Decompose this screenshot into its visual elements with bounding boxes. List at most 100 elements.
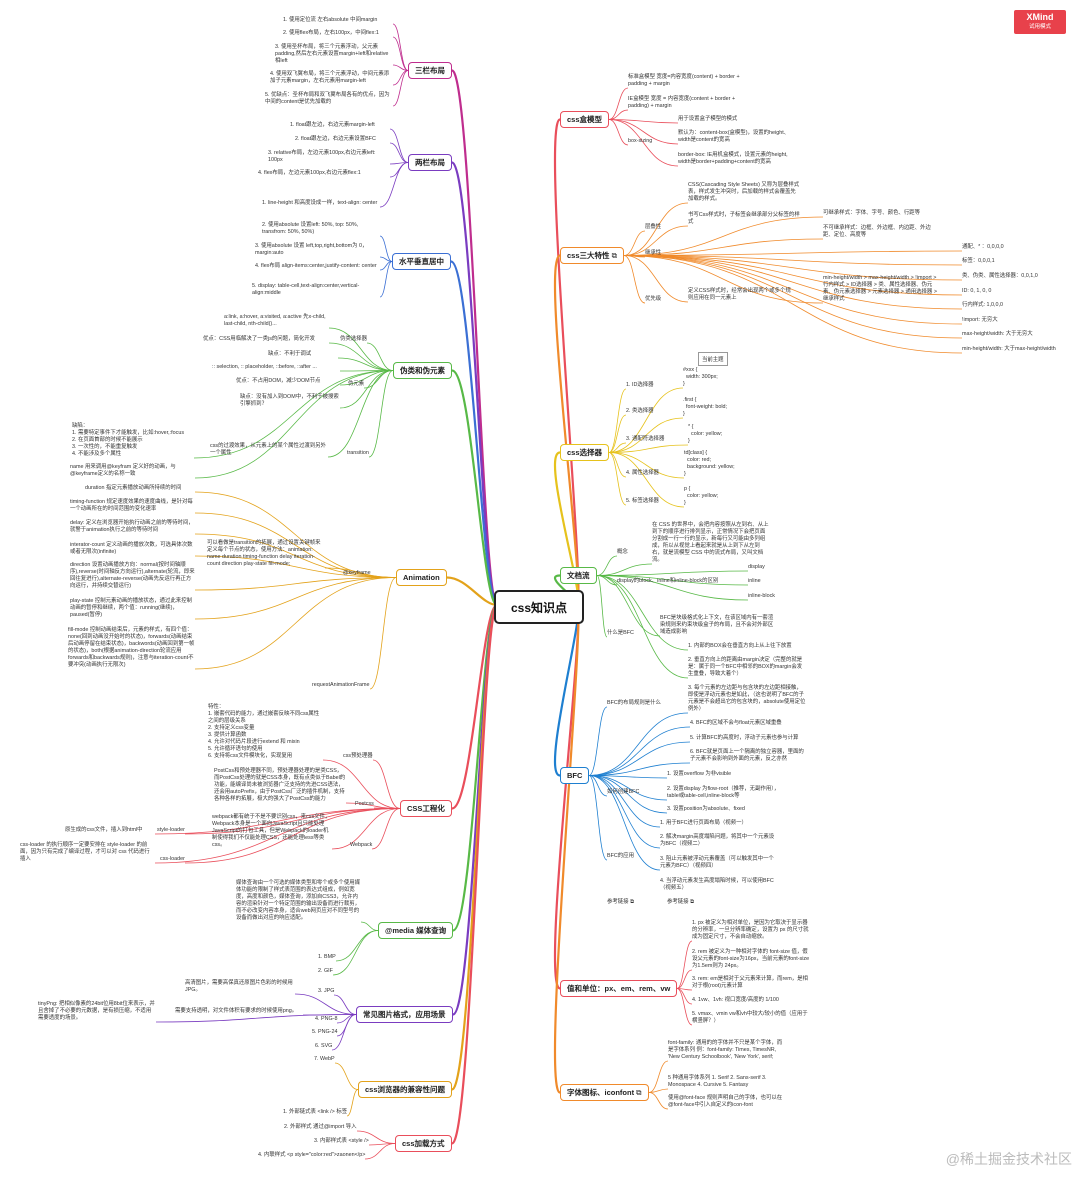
sub-link-76	[623, 250, 963, 256]
bfc-rules: BFC的布局规则是什么	[607, 700, 661, 706]
topic-two-column-layout[interactable]: 两栏布局	[408, 154, 452, 171]
center-item-3: 3. 使用absolute 设置 left,top,right,bottom为 …	[255, 243, 368, 257]
topic-three-column-layout[interactable]: 三栏布局	[408, 62, 452, 79]
selector-item-1: 1. ID选择器	[626, 382, 654, 388]
keyframe-item-2: duration 指定元素播放动画所持续的时间	[85, 485, 182, 491]
flow-display-item-3: inline-block	[748, 593, 775, 599]
bfc-apply: BFC的应用	[607, 853, 634, 859]
topic-units[interactable]: 值和单位：px、em、rem、vw	[560, 980, 678, 997]
flow-display-item-2: inline	[748, 578, 761, 584]
font-item-3: 使用@font-face 规则声明自己的字体，也可以在@font-face中引入…	[668, 1095, 783, 1109]
sub-link-36	[372, 759, 401, 809]
eng-preprocessor: css预处理器	[343, 753, 373, 759]
topic-animation[interactable]: Animation	[396, 569, 447, 586]
selector-code-3: * { color: yellow; }	[688, 424, 723, 445]
img-format-7: 7. WebP	[314, 1056, 335, 1062]
three-col-item-5: 5. 优缺点：圣杯布局和双飞翼布局各有的优点，因为中间的content是优先加载…	[265, 92, 390, 106]
bfc-rule-1: 1. 内部的BOX会在垂直方向上从上往下放置	[688, 643, 792, 649]
sub-link-18	[337, 357, 394, 371]
bfc-apply-3: 3. 阻止元素被浮动元素覆盖（可以触发其中一个元素为BFC）（视频四）	[660, 856, 774, 870]
inherit-item-2: 不可继承样式：边框、外边框、内边距、外边距、定位、高度等	[823, 225, 931, 239]
sub-link-28	[194, 370, 394, 479]
inherit-desc: 书写Css样式时，子标签会继承部分父标签的样式	[688, 212, 800, 226]
sub-link-33	[194, 577, 397, 591]
sub-link-4	[392, 70, 409, 107]
sub-link-8	[389, 162, 409, 178]
topic-box-model[interactable]: css盒模型	[560, 111, 610, 128]
topic-center-align-link	[449, 260, 499, 607]
sub-link-105	[588, 712, 689, 776]
sub-link-57	[346, 1089, 359, 1117]
bfc-ref[interactable]: 参考链接 ⧉	[607, 899, 634, 905]
sub-link-63	[608, 119, 629, 146]
sub-link-67	[623, 230, 646, 256]
selector-item-2: 2. 类选择器	[626, 408, 654, 414]
topic-font-icon-link	[553, 603, 580, 1094]
topic-pseudo-link	[451, 369, 499, 607]
sub-link-115	[588, 775, 661, 849]
sub-link-125	[648, 1060, 669, 1093]
sub-link-110	[588, 775, 668, 779]
feature-priority: 优先级	[645, 296, 662, 302]
link-icon: ⧉	[611, 251, 617, 260]
pseudo-el-item-1: :: selection, :: placeholder, ::before, …	[212, 364, 317, 370]
topic-media-query[interactable]: @media 媒体查询	[378, 922, 454, 939]
priority-item-5: 行内样式: 1,0,0,0	[962, 302, 1004, 308]
sub-link-82	[623, 255, 963, 339]
sub-link-66	[608, 119, 679, 167]
bfc-how-1: 1. 设置overflow 为非visible	[667, 771, 732, 777]
sub-link-108	[588, 762, 691, 776]
sub-link-22	[368, 370, 394, 458]
sub-link-31	[194, 533, 397, 578]
sub-link-43	[184, 808, 401, 864]
anim-request-animation-frame: requestAnimationFrame	[312, 682, 370, 688]
watermark: @稀土掘金技术社区	[945, 1151, 1072, 1167]
selector-item-3: 3. 通配符选择器	[626, 436, 665, 442]
bfc-what: 什么是BFC	[607, 630, 634, 636]
sub-link-123	[676, 988, 693, 1005]
topic-browser-compat[interactable]: css浏览器的兼容性问题	[358, 1081, 453, 1098]
sub-link-99	[596, 575, 749, 601]
topic-selectors[interactable]: css选择器	[560, 444, 610, 461]
sub-link-39	[322, 759, 401, 809]
img-format-2: 2. GIF	[318, 968, 333, 974]
img-format-6: 6. SVG	[315, 1043, 333, 1049]
bfc-apply-2: 2. 解决margin高度塌陷问题，将其中一个元素设为BFC（视频二）	[660, 834, 775, 848]
topic-three-features[interactable]: css三大特性 ⧉	[560, 247, 624, 264]
preprocessor-desc: 特性： 1. 嵌套代码的能力，通过嵌套反映不同css属性之间的层级关系 2. 支…	[208, 704, 320, 760]
sub-link-46	[360, 921, 379, 931]
topic-bfc[interactable]: BFC	[560, 767, 590, 784]
bfc-how: 如何创建BFC	[607, 789, 640, 795]
bfc-how-3: 3. 设置position为absolute、fixed	[667, 806, 745, 812]
feature-inherit: 继承性	[645, 250, 662, 256]
keyframe-desc: 可以看做是transition的拓展，通过设置关键帧来定义每个节点的状态，使用方…	[207, 540, 321, 568]
two-col-item-1: 1. float跟左边，右边元素margin-left	[290, 122, 375, 128]
keyframe-item-1: name 用来调用@keyfram 定义好的动画，与@keyframe定义的名称…	[70, 464, 176, 478]
topic-font-icon[interactable]: 字体图标、iconfont ⧉	[560, 1084, 649, 1101]
inherit-item-1: 可继承样式：字体、字号、颜色、行距等	[823, 210, 921, 216]
topic-animation-link	[446, 576, 498, 607]
root-topic[interactable]: css知识点	[494, 590, 584, 624]
bfc-ref-2[interactable]: 参考链接 ⧉	[667, 899, 694, 905]
bfc-rule-3: 3. 每个元素的左边距与包含块的左边距相接触，即使是浮动元素也是如此，（这也说明…	[688, 685, 806, 713]
load-item-1: 1. 外部链式表 <link /> 标签	[283, 1109, 348, 1115]
keyframe-item-7: play-state 控制元素动画的播放状态，通过此来控制动画的暂停和继续，两个…	[70, 598, 192, 619]
three-col-item-1: 1. 使用定位流 左右absolute 中间margin	[283, 17, 378, 23]
topic-css-engineering[interactable]: CSS工程化	[400, 800, 452, 817]
box-sizing-item-3: border-box: IE用机盒模式，设置元素的height, width是b…	[678, 152, 788, 166]
font-item-2: 5 种通用字体系列 1. Serif 2. Sans-serif 3. Mono…	[668, 1075, 767, 1089]
sub-link-2	[392, 64, 409, 71]
pseudo-element: 伪元素	[348, 381, 365, 387]
topic-document-flow[interactable]: 文档流	[560, 567, 597, 584]
priority-item-2: 标签：0,0,0,1	[962, 258, 995, 264]
sub-link-114	[588, 775, 661, 828]
topic-css-loading[interactable]: css加载方式	[395, 1135, 452, 1152]
sub-link-106	[588, 726, 691, 776]
topic-image-formats[interactable]: 常见图片格式，应用场景	[356, 1006, 453, 1023]
two-col-item-2: 2. float跟左边，右边元素设置BFC	[295, 136, 376, 142]
pseudo-el-item-3: 缺点：没有加入到DOM中，不利于被搜索引擎抓到？	[240, 394, 339, 408]
topic-pseudo[interactable]: 伪类和伪元素	[393, 362, 452, 379]
sub-link-16	[328, 327, 394, 371]
topic-center-align[interactable]: 水平垂直居中	[392, 253, 451, 270]
sub-link-13	[379, 261, 393, 298]
